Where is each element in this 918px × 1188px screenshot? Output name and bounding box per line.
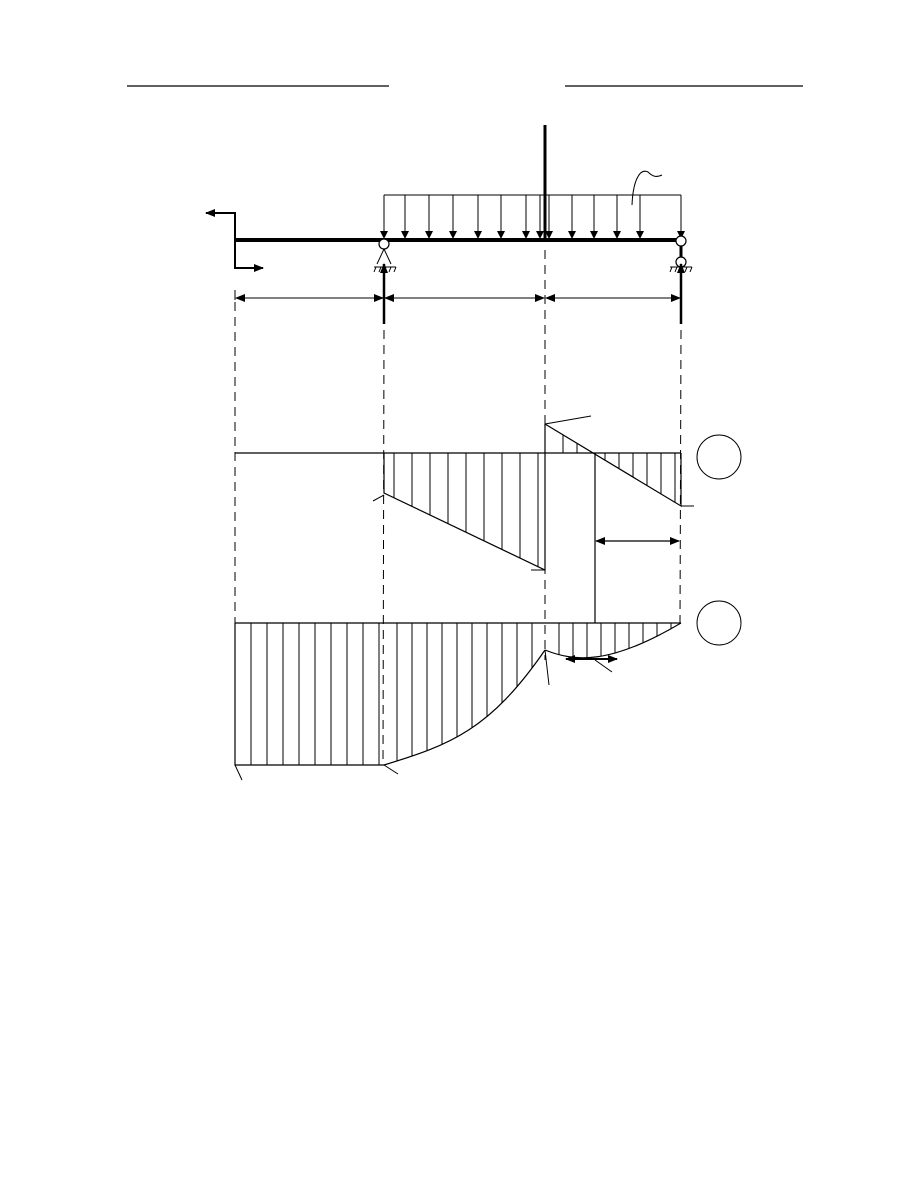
dimension-lines — [234, 290, 681, 302]
leader — [544, 415, 592, 425]
load-leader — [631, 170, 663, 206]
leader — [594, 659, 613, 673]
moment-curve-right — [544, 622, 682, 659]
leader — [383, 764, 399, 775]
shear-line-mid — [383, 424, 546, 571]
moment-curve-mid — [383, 649, 546, 766]
projection-dashed-lines — [234, 250, 682, 766]
moment-hatch — [250, 623, 672, 765]
leader — [544, 649, 550, 686]
leader — [372, 494, 385, 502]
distributed-load-arrows — [380, 195, 685, 239]
leader — [234, 764, 243, 781]
fixed-end-moment-arrow-top — [205, 209, 236, 240]
moment-diagram — [234, 600, 742, 781]
shear-sign-circle — [696, 434, 742, 480]
shear-hatch — [393, 434, 676, 567]
moment-sign-circle — [696, 600, 742, 646]
fixed-end-moment-arrow-bottom — [234, 240, 264, 272]
beam-model — [205, 125, 693, 324]
moment-left-block — [234, 623, 384, 766]
shear-diagram — [235, 415, 742, 623]
